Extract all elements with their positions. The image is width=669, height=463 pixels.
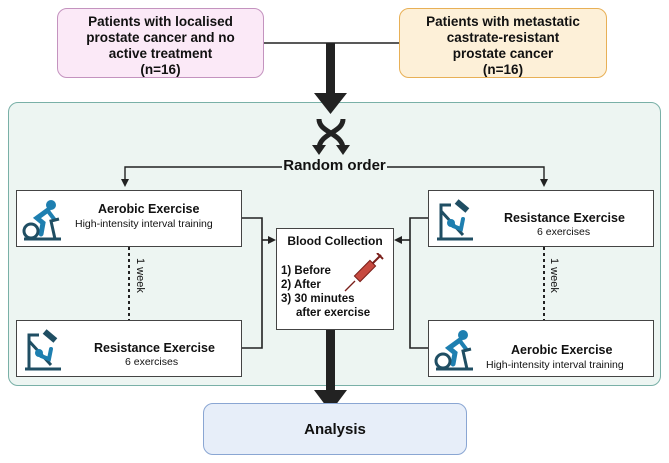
exercise-bike-icon bbox=[22, 200, 61, 241]
right-week-label: 1 week bbox=[548, 258, 560, 293]
thick-arrow-top-shaft bbox=[326, 43, 335, 95]
left-bracket bbox=[242, 217, 263, 349]
right-first-subtitle: 6 exercises bbox=[537, 226, 591, 238]
metastatic-line3: prostate cancer bbox=[452, 46, 554, 61]
blood-collection-title: Blood Collection bbox=[287, 234, 383, 248]
localised-line1: Patients with localised bbox=[88, 14, 233, 29]
blood-item-4: after exercise bbox=[296, 307, 371, 319]
left-second-title: Resistance Exercise bbox=[94, 341, 215, 355]
left-resistance-box: Resistance Exercise 6 exercises bbox=[16, 320, 242, 377]
leg-press-icon bbox=[437, 199, 473, 241]
left-week-label: 1 week bbox=[134, 258, 146, 293]
left-first-subtitle: High-intensity interval training bbox=[75, 218, 213, 230]
metastatic-n: (n=16) bbox=[482, 62, 524, 77]
metastatic-line2: castrate-resistant bbox=[446, 30, 560, 45]
localised-patients-box: Patients with localised prostate cancer … bbox=[57, 8, 264, 78]
localised-line2: prostate cancer and no bbox=[86, 30, 235, 45]
blood-item-2: 2) After bbox=[281, 279, 321, 291]
exercise-bike-icon bbox=[434, 330, 473, 371]
localised-line3: active treatment bbox=[108, 46, 213, 61]
metastatic-line1: Patients with metastatic bbox=[426, 14, 580, 29]
leg-press-icon bbox=[25, 329, 61, 371]
random-right-arrow bbox=[387, 166, 548, 187]
right-aerobic-box: Aerobic Exercise High-intensity interval… bbox=[428, 320, 654, 377]
right-second-subtitle: High-intensity interval training bbox=[486, 359, 624, 371]
right-bracket bbox=[409, 217, 428, 349]
syringe-icon bbox=[344, 253, 384, 292]
thick-arrow-bottom-head bbox=[314, 390, 347, 412]
shuffle-icon bbox=[312, 118, 350, 155]
analysis-label: Analysis bbox=[304, 420, 366, 438]
localised-n: (n=16) bbox=[140, 62, 181, 77]
blood-collection-box: Blood Collection 1) Before 2) After 3) 3… bbox=[276, 228, 394, 330]
random-order-label: Random order bbox=[283, 157, 386, 174]
thick-arrow-bottom-shaft bbox=[326, 330, 335, 392]
left-second-subtitle: 6 exercises bbox=[125, 356, 179, 368]
blood-item-3: 3) 30 minutes bbox=[281, 293, 355, 305]
right-first-title: Resistance Exercise bbox=[504, 211, 625, 225]
random-left-arrow bbox=[121, 166, 282, 187]
metastatic-patients-box: Patients with metastatic castrate-resist… bbox=[399, 8, 607, 78]
right-second-title: Aerobic Exercise bbox=[511, 343, 613, 357]
thick-arrow-top-head bbox=[314, 93, 347, 114]
left-first-title: Aerobic Exercise bbox=[98, 202, 200, 216]
right-resistance-box: Resistance Exercise 6 exercises bbox=[428, 190, 654, 247]
left-aerobic-box: Aerobic Exercise High-intensity interval… bbox=[16, 190, 242, 247]
analysis-box: Analysis bbox=[203, 403, 467, 455]
blood-item-1: 1) Before bbox=[281, 265, 331, 277]
